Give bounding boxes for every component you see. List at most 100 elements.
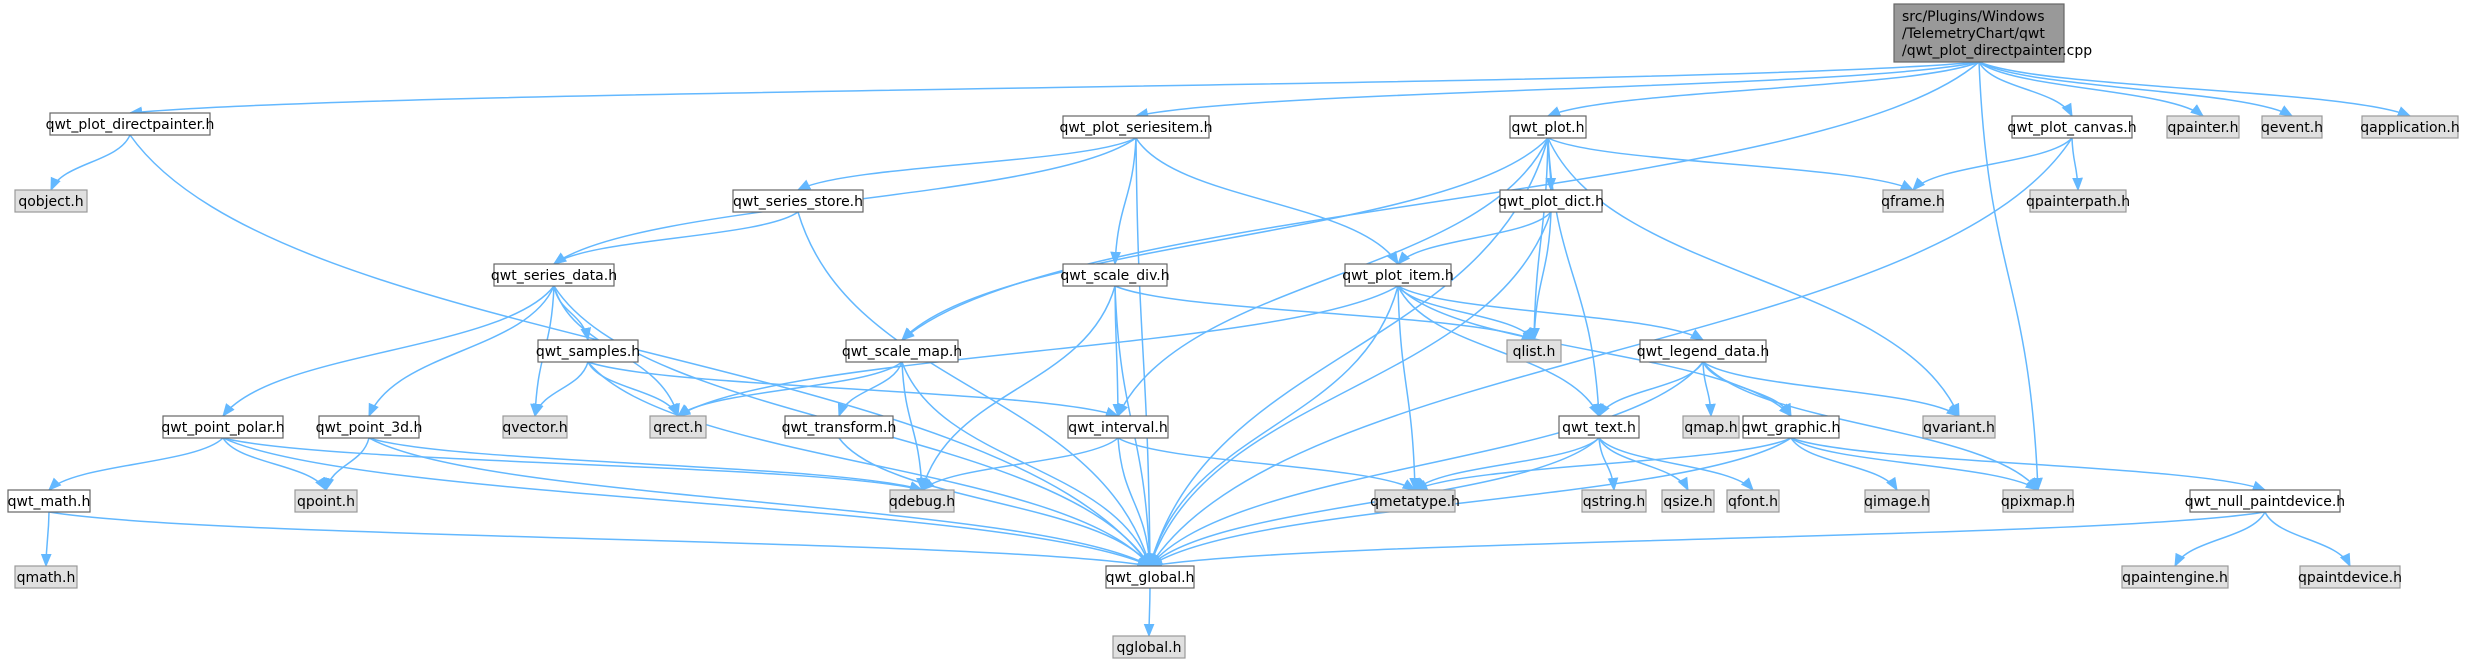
node-qwt-plot-dict-h[interactable]: qwt_plot_dict.h [1498, 189, 1604, 213]
node-label: qwt_plot_dict.h [1498, 194, 1604, 210]
node-label: qwt_global.h [1106, 570, 1195, 586]
node-qwt-math-h[interactable]: qwt_math.h [7, 489, 91, 513]
node-label: qmap.h [1684, 420, 1737, 436]
edge-qwt_plot_h-to-qframe_h [1547, 137, 1915, 191]
node-qwt-scale-map-h[interactable]: qwt_scale_map.h [842, 339, 962, 363]
node-label: qwt_text.h [1562, 420, 1636, 436]
edge-qwt_point_polar_h-to-qwt_global_h [222, 437, 1152, 567]
node-qvector-h: qvector.h [502, 415, 568, 439]
node-box [1882, 189, 1944, 213]
node-qmath-h: qmath.h [14, 565, 78, 589]
node-qwt-series-data-h[interactable]: qwt_series_data.h [491, 263, 617, 287]
node-box [1558, 415, 1640, 439]
edge-qwt_plot_item_h-to-qwt_legend_data_h [1397, 285, 1705, 341]
edge-qwt_plot_item_h-to-qmetatype_h [1397, 285, 1421, 492]
edge-qwt_scale_map_h-to-qwt_transform_h [837, 361, 903, 418]
node-qwt-samples-h[interactable]: qwt_samples.h [536, 339, 640, 363]
node-qwt-point-3d-h[interactable]: qwt_point_3d.h [316, 415, 423, 439]
node-qpainter-h: qpainter.h [2166, 115, 2240, 139]
edge-root-to-qpixmap_h [1978, 61, 2043, 492]
node-qwt-scale-div-h[interactable]: qwt_scale_div.h [1060, 263, 1170, 287]
node-label: qimage.h [1864, 494, 1930, 510]
node-qwt-plot-canvas-h[interactable]: qwt_plot_canvas.h [2007, 115, 2137, 139]
node-qmap-h: qmap.h [1682, 415, 1740, 439]
node-box [14, 189, 88, 213]
node-label: qpaintengine.h [2122, 570, 2228, 586]
node-label: qwt_scale_div.h [1060, 268, 1169, 284]
node-box [649, 415, 707, 439]
node-box [1344, 263, 1452, 287]
node-qwt-plot-item-h[interactable]: qwt_plot_item.h [1342, 263, 1454, 287]
node-layer: src/Plugins/Windows/TelemetryChart/qwt/q… [7, 3, 2460, 659]
edge-qwt_plot_seriesitem_h-to-qwt_series_store_h [796, 137, 1137, 191]
node-box [732, 189, 864, 213]
node-qpaintdevice-h: qpaintdevice.h [2298, 565, 2402, 589]
node-qwt-plot-h[interactable]: qwt_plot.h [1509, 115, 1587, 139]
edge-root-to-qwt_plot_canvas_h [1978, 61, 2073, 118]
node-label: qrect.h [653, 420, 702, 436]
node-qwt-graphic-h[interactable]: qwt_graphic.h [1742, 415, 1841, 439]
edge-qwt_interval_h-to-qwt_global_h [1117, 437, 1155, 568]
node-qwt-legend-data-h[interactable]: qwt_legend_data.h [1637, 339, 1769, 363]
node-qwt-series-store-h[interactable]: qwt_series_store.h [732, 189, 864, 213]
node-label: qpainterpath.h [2026, 194, 2130, 210]
edge-qwt_plot_h-to-qwt_global_h [1148, 137, 1549, 568]
node-label: qmath.h [17, 570, 76, 586]
node-qevent-h: qevent.h [2261, 115, 2323, 139]
edge-qwt_samples_h-to-qrect_h [587, 361, 679, 418]
edge-qwt_null_paintdevice_h-to-qpaintengine_h [2174, 511, 2266, 568]
node-label: qframe.h [1881, 194, 1945, 210]
node-qpainterpath-h: qpainterpath.h [2026, 189, 2130, 213]
node-label: qpoint.h [297, 494, 355, 510]
edge-qwt_series_data_h-to-qwt_point_polar_h [222, 285, 555, 418]
node-label: qpaintdevice.h [2298, 570, 2402, 586]
node-label: qmetatype.h [1370, 494, 1460, 510]
node-label: qwt_graphic.h [1742, 420, 1841, 436]
edge-qwt_plot_canvas_h-to-qpainterpath_h [2071, 137, 2083, 192]
node-box [493, 263, 615, 287]
edge-qwt_scale_div_h-to-qdebug_h [920, 285, 1116, 492]
node-box [2011, 115, 2133, 139]
edge-qwt_plot_item_h-to-qlist_h [1397, 285, 1535, 342]
edge-qwt_plot_seriesitem_h-to-qwt_global_h [1135, 137, 1156, 568]
edge-qwt_plot_h-to-qwt_interval_h [1117, 137, 1549, 418]
node-box [889, 489, 955, 513]
node-qwt-plot-seriesitem-h[interactable]: qwt_plot_seriesitem.h [1059, 115, 1213, 139]
edge-qwt_samples_h-to-qvector_h [533, 361, 589, 418]
edge-layer [40, 61, 2412, 638]
node-label: qpixmap.h [2001, 494, 2075, 510]
node-box [2166, 115, 2240, 139]
edge-qwt_plot_h-to-qvariant_h [1547, 137, 1960, 418]
node-label: src/Plugins/Windows/TelemetryChart/qwt/q… [1902, 9, 2092, 59]
edge-qwt_legend_data_h-to-qvariant_h [1702, 361, 1961, 417]
node-qwt-text-h[interactable]: qwt_text.h [1558, 415, 1640, 439]
node-box [1639, 339, 1767, 363]
edge-qwt_legend_data_h-to-qmap_h [1702, 361, 1716, 418]
edge-qwt_samples_h-to-qwt_global_h [587, 361, 1151, 568]
node-qwt-interval-h[interactable]: qwt_interval.h [1067, 415, 1169, 439]
edge-qwt_graphic_h-to-qpixmap_h [1790, 437, 2040, 491]
node-label: qfont.h [1728, 494, 1778, 510]
edge-qwt_graphic_h-to-qwt_global_h [1148, 437, 1792, 567]
node-box [14, 565, 78, 589]
edge-qwt_math_h-to-qmath_h [40, 511, 52, 568]
node-label: qdebug.h [889, 494, 955, 510]
node-root[interactable]: src/Plugins/Windows/TelemetryChart/qwt/q… [1893, 3, 2092, 63]
node-box [2299, 565, 2401, 589]
node-label: qwt_scale_map.h [842, 344, 962, 360]
node-qwt-global-h[interactable]: qwt_global.h [1105, 565, 1195, 589]
node-qwt-null-paintdevice-h[interactable]: qwt_null_paintdevice.h [2185, 489, 2345, 513]
edge-root-to-qwt_plot_h [1546, 61, 1980, 117]
node-qwt-point-polar-h[interactable]: qwt_point_polar.h [161, 415, 285, 439]
node-qwt-transform-h[interactable]: qwt_transform.h [782, 415, 897, 439]
node-box [2002, 489, 2074, 513]
node-box [1499, 189, 1603, 213]
node-qwt-plot-directpainter-h[interactable]: qwt_plot_directpainter.h [46, 112, 215, 136]
node-box [2261, 115, 2323, 139]
edge-qwt_plot_dict_h-to-qwt_global_h [1148, 211, 1552, 568]
edge-qwt_graphic_h-to-qwt_null_paintdevice_h [1790, 437, 2267, 491]
edge-qwt_scale_div_h-to-qlist_h [1114, 285, 1536, 341]
node-box [2361, 115, 2459, 139]
node-box [537, 339, 639, 363]
edge-qwt_plot_h-to-qlist_h [1528, 137, 1549, 342]
